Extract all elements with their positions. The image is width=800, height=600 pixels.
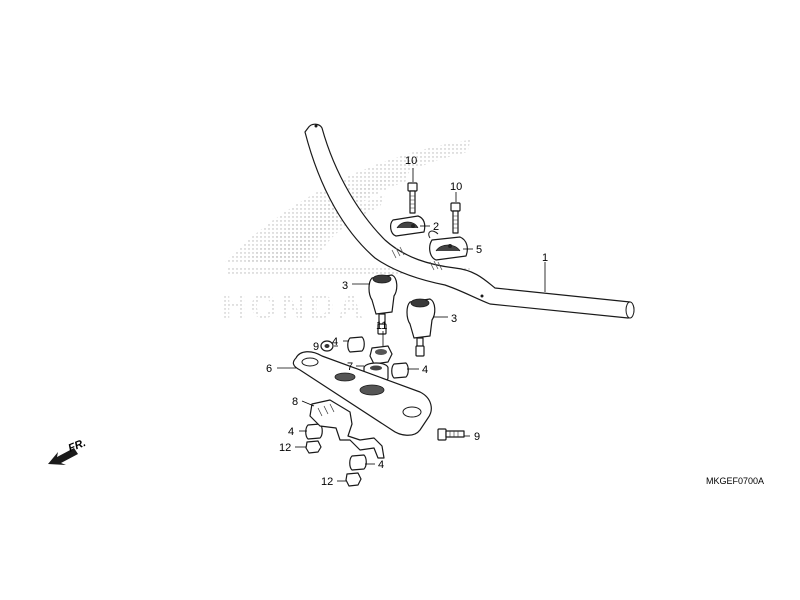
callout-3-right: 3	[451, 313, 457, 325]
clip-12-b	[345, 472, 362, 487]
front-direction-arrow	[48, 448, 78, 465]
bolt-9	[437, 428, 465, 441]
callout-9-a: 9	[313, 341, 319, 353]
callout-2: 2	[433, 221, 439, 233]
callout-3-left: 3	[342, 280, 348, 292]
bushing-4-d	[349, 454, 367, 471]
callout-10-left: 10	[405, 155, 417, 167]
callout-10-right: 10	[450, 181, 462, 193]
callouts: 1 2 3 3 4 4 4 4 5 6 7 8 9 9 10 10 11 12 …	[266, 155, 548, 488]
lower-holder-3-left	[368, 274, 398, 335]
callout-1: 1	[542, 252, 548, 264]
callout-12-b: 12	[321, 476, 333, 488]
bolt-10-right	[450, 202, 461, 234]
callout-4-c: 4	[288, 426, 294, 438]
callout-7: 7	[347, 361, 353, 373]
lower-holder-3-right	[406, 298, 436, 357]
upper-holder-5	[428, 230, 468, 261]
callout-4-a: 4	[332, 336, 338, 348]
bracket-8	[309, 399, 385, 459]
callout-8: 8	[292, 396, 298, 408]
leader-lines	[277, 168, 546, 482]
bushing-4-a	[347, 336, 365, 353]
front-direction-label: FR.	[67, 437, 88, 455]
illustration-code: MKGEF0700A	[706, 476, 764, 486]
callout-5: 5	[476, 244, 482, 256]
callout-9-b: 9	[474, 431, 480, 443]
callout-4-b: 4	[422, 364, 428, 376]
top-bridge-6	[292, 351, 432, 436]
washer-9	[320, 340, 334, 352]
bolt-10-left	[407, 182, 418, 214]
callout-12-a: 12	[279, 442, 291, 454]
nut-11	[369, 345, 393, 365]
upper-holder-2	[390, 215, 426, 237]
callout-6: 6	[266, 363, 272, 375]
handlebar	[304, 123, 635, 319]
callout-4-d: 4	[378, 459, 384, 471]
bushing-4-b	[391, 362, 409, 379]
callout-11: 11	[376, 320, 387, 332]
honda-watermark-text: HONDA	[222, 288, 367, 326]
clip-12-a	[305, 440, 322, 454]
